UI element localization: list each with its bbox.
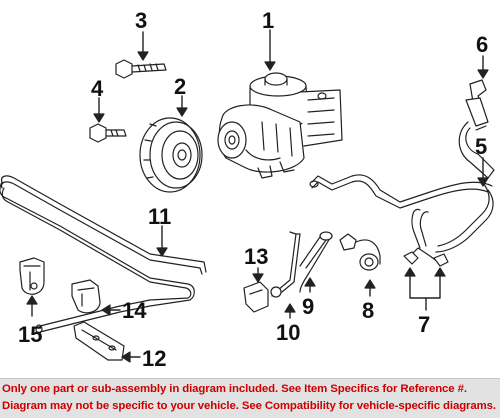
callout-15: 15	[18, 322, 42, 347]
callout-9: 9	[302, 294, 314, 319]
callout-11: 11	[148, 204, 171, 229]
disclaimer-banner: Only one part or sub-assembly in diagram…	[0, 378, 500, 418]
callout-14: 14	[122, 298, 147, 323]
part-3-bolt	[115, 59, 167, 79]
part-7-clips	[403, 251, 449, 267]
callout-3: 3	[135, 8, 147, 33]
part-13-bracket	[243, 281, 269, 313]
part-6-bracket	[458, 79, 495, 179]
part-8-sensor	[339, 233, 381, 271]
disclaimer-line-1: Only one part or sub-assembly in diagram…	[2, 383, 467, 395]
disclaimer-line-2: Diagram may not be specific to your vehi…	[2, 400, 496, 412]
part-4-bolt	[89, 123, 127, 143]
callout-13: 13	[244, 244, 268, 269]
part-10-hose	[270, 231, 301, 298]
callout-1: 1	[262, 8, 274, 33]
part-9-hose	[299, 231, 333, 293]
part-1-pump	[217, 72, 343, 179]
callout-5: 5	[475, 134, 487, 159]
part-11-cooler-tube	[0, 175, 207, 334]
callout-10: 10	[276, 320, 300, 345]
part-12-bracket	[73, 321, 125, 361]
callout-2: 2	[174, 74, 186, 99]
part-5-hose	[309, 174, 494, 263]
part-2-pulley	[139, 117, 203, 193]
callout-7: 7	[418, 312, 430, 337]
diagram-canvas: 3 1 6 2 4 5 11 13 9 8 14 10 7 15 12	[0, 8, 495, 371]
callout-8: 8	[362, 298, 374, 323]
part-14-clamp	[71, 279, 101, 314]
part-15-clamp	[19, 257, 45, 295]
callout-12: 12	[142, 346, 166, 371]
callout-6: 6	[476, 32, 488, 57]
callout-4: 4	[91, 76, 104, 101]
